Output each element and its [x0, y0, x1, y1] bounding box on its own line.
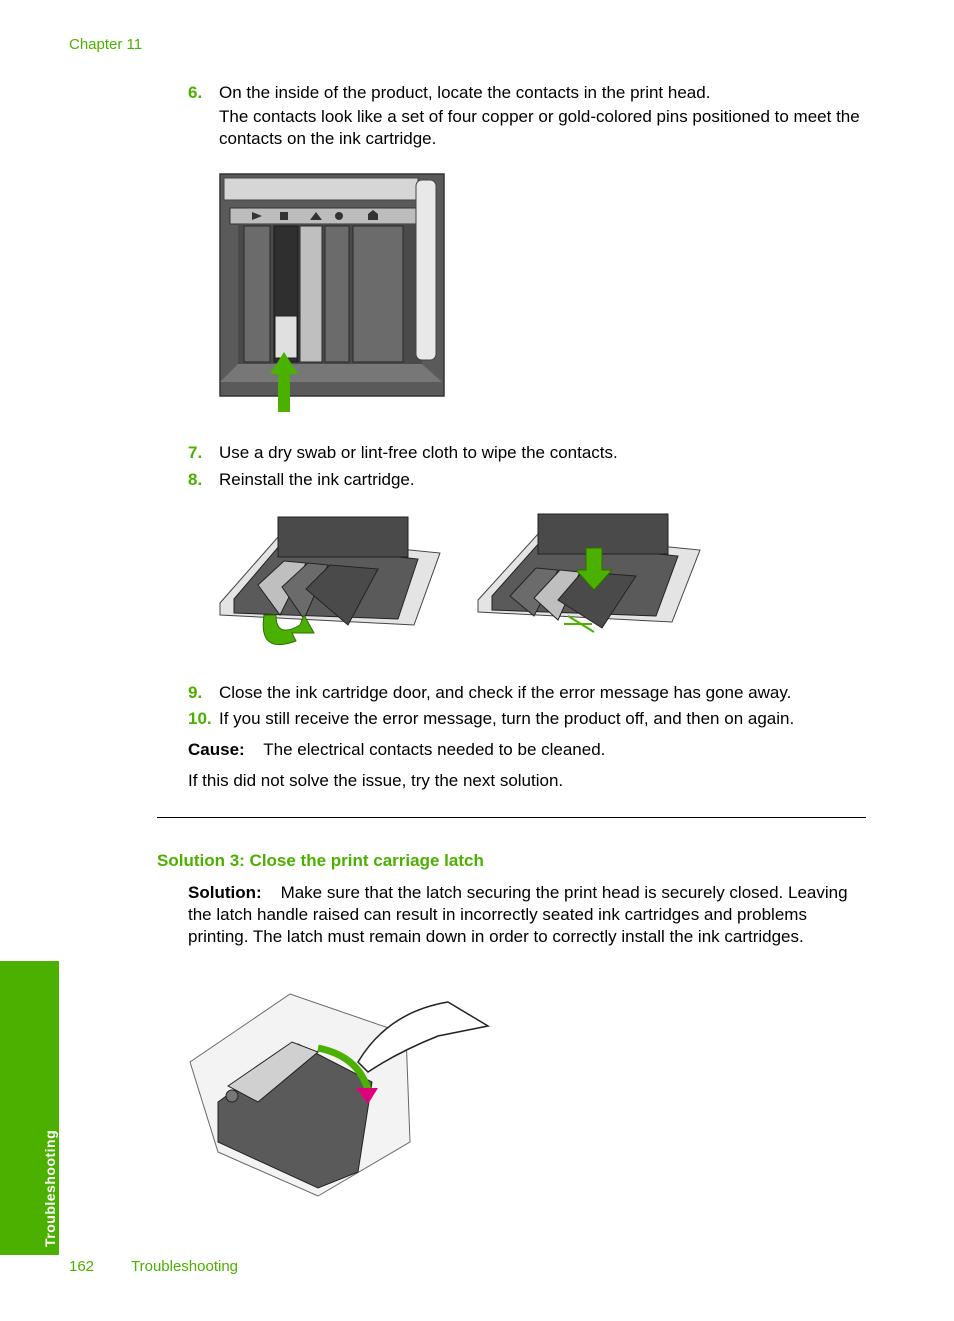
- step-number: 10.: [188, 709, 212, 728]
- step-number: 9.: [188, 683, 203, 702]
- chapter-header: Chapter 11: [69, 36, 143, 53]
- solution-3-paragraph: Solution: Make sure that the latch secur…: [188, 882, 868, 948]
- cause-paragraph: Cause: The electrical contacts needed to…: [188, 739, 605, 761]
- close-latch-figure: [189, 993, 491, 1197]
- step-text: Close the ink cartridge door, and check …: [219, 683, 792, 702]
- step-text: If you still receive the error message, …: [219, 709, 795, 728]
- solution-3-heading: Solution 3: Close the print carriage lat…: [157, 851, 484, 870]
- section-tab-label: Troubleshooting: [42, 1129, 58, 1247]
- step-6-subtext: The contacts look like a set of four cop…: [219, 107, 860, 148]
- step-number: 8.: [188, 470, 203, 489]
- step-number: 6.: [188, 83, 203, 102]
- solution-label: Solution:: [188, 883, 262, 902]
- footer-section-title: Troubleshooting: [131, 1258, 239, 1275]
- step-number: 7.: [188, 443, 203, 462]
- step-text: Reinstall the ink cartridge.: [219, 470, 415, 489]
- next-solution-text: If this did not solve the issue, try the…: [188, 771, 564, 790]
- section-divider: [157, 817, 866, 818]
- print-head-contacts-figure: [219, 173, 445, 412]
- step-text: On the inside of the product, locate the…: [219, 83, 711, 102]
- cause-text: The electrical contacts needed to be cle…: [263, 740, 606, 759]
- cause-label: Cause:: [188, 740, 245, 759]
- section-tab: [0, 961, 59, 1255]
- reinstall-cartridge-figure-left: [219, 516, 441, 646]
- reinstall-cartridge-figure-right: [477, 513, 701, 633]
- solution-text: Make sure that the latch securing the pr…: [188, 883, 848, 946]
- page-number: 162: [69, 1258, 95, 1275]
- step-text: Use a dry swab or lint-free cloth to wip…: [219, 443, 618, 462]
